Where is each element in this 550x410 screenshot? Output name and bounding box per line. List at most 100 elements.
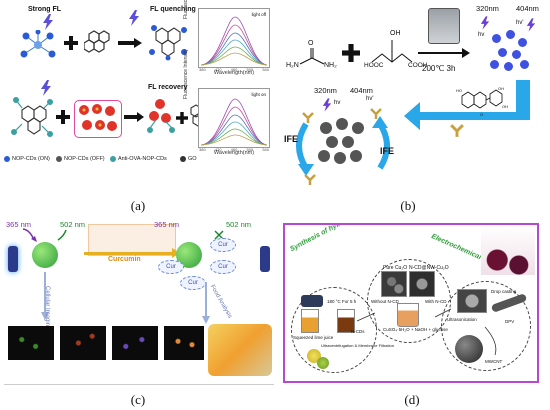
lightning-icon-b2 bbox=[526, 18, 536, 32]
plus-icon-2 bbox=[56, 110, 70, 124]
ova-cluster bbox=[74, 100, 122, 138]
quencher-y-icon-3 bbox=[304, 174, 316, 185]
cnt-image bbox=[457, 289, 487, 313]
lightning-icon-1 bbox=[43, 14, 53, 30]
nanoparticle bbox=[326, 136, 338, 148]
malic-oh-label: OH bbox=[390, 30, 401, 37]
wl-emit-low: 404nm bbox=[350, 86, 373, 95]
spectrum-2-ylabel: Fluorescence Intensity bbox=[183, 48, 189, 99]
tick: 540 bbox=[262, 147, 269, 152]
spectrum-2-xlabel: Wavelength(nm) bbox=[213, 150, 255, 156]
beaker-brown bbox=[337, 309, 355, 333]
cell-image-red bbox=[60, 326, 106, 360]
vial-right bbox=[260, 246, 270, 272]
ife-cycle-icon bbox=[296, 116, 390, 176]
excite-arrow-icon-left bbox=[22, 228, 37, 242]
panel-a: Strong FL FL quenching Fluorescence Inte… bbox=[0, 0, 280, 190]
legend-dot-icon bbox=[180, 156, 186, 162]
tick: 420 bbox=[214, 147, 222, 152]
carbon-dot-green-left bbox=[32, 242, 58, 268]
emit-arrow-icon-left bbox=[57, 229, 67, 241]
nanoparticle bbox=[336, 118, 348, 130]
ife-left-label: IFE bbox=[284, 134, 299, 144]
down-arrow-icon-left bbox=[41, 272, 49, 320]
lightning-icon-b1 bbox=[480, 16, 490, 30]
spectrum-2-curves bbox=[200, 98, 268, 146]
caption-d: (d) bbox=[404, 392, 420, 407]
synthesis-circle bbox=[291, 287, 377, 373]
cur-bubble: Cur bbox=[210, 238, 236, 252]
n-cds-label: N-CDs bbox=[351, 329, 365, 334]
carbon-dot bbox=[504, 62, 513, 71]
condition-label: 200℃ 3h bbox=[422, 64, 456, 73]
mwcnt-label: MWCNT bbox=[485, 359, 503, 364]
cuso4-label: CuSO₄·5H₂O + NaOH + glucose bbox=[383, 327, 448, 332]
spectrum-1-curves bbox=[200, 16, 268, 66]
caption-a: (a) bbox=[130, 198, 146, 213]
lightning-icon-b3 bbox=[322, 98, 332, 112]
legend-nop-off: NOP-CDs (OFF) bbox=[56, 156, 105, 162]
wine-glass-photo bbox=[481, 225, 535, 275]
svg-text:OH: OH bbox=[498, 86, 504, 91]
tick: 460 bbox=[230, 147, 238, 152]
sem-image-pure bbox=[381, 271, 407, 297]
carbon-dots-top bbox=[488, 28, 532, 72]
wl-365-left: 365 nm bbox=[6, 220, 32, 229]
spectrum-1-ticks: 380 420 460 500 540 bbox=[199, 67, 269, 72]
tick: 540 bbox=[262, 67, 269, 72]
tick: 380 bbox=[199, 67, 206, 72]
quencher-y-icon-4 bbox=[450, 124, 464, 137]
nanoparticle bbox=[342, 136, 354, 148]
hv-label-4: hv' bbox=[366, 96, 374, 102]
drop-casting-label: Drop casting bbox=[491, 289, 517, 294]
wl-emit-top: 404nm bbox=[516, 4, 539, 13]
svg-text:O: O bbox=[480, 112, 483, 117]
with-ncd-label: With N-CD bbox=[425, 299, 447, 304]
plus-icon-1 bbox=[64, 36, 78, 50]
carbon-dot bbox=[498, 48, 507, 57]
tick: 460 bbox=[230, 67, 238, 72]
without-ncd-label: Without N-CD bbox=[371, 299, 399, 304]
carbon-dot bbox=[506, 30, 515, 39]
malic-cooh-left: HOOC bbox=[364, 62, 384, 69]
nanoparticle bbox=[352, 122, 364, 134]
caption-b: (b) bbox=[400, 198, 416, 213]
urea-o-label: O bbox=[308, 40, 314, 47]
spectrum-1-ylabel: Fluorescence Intensity bbox=[183, 0, 189, 19]
spectrum-1-xlabel: Wavelength(nm) bbox=[213, 70, 255, 76]
legend-nop-on-label: NOP-CDs (ON) bbox=[12, 156, 50, 162]
cell-image-green bbox=[8, 326, 54, 360]
spectrum-2-ticks: 380 420 460 500 540 bbox=[199, 147, 269, 152]
wl-502-right: 502 nm bbox=[226, 220, 252, 229]
reactor-icon bbox=[301, 295, 323, 307]
ife-right-label: IFE bbox=[380, 146, 395, 156]
cell-image-merged bbox=[164, 326, 204, 360]
squeezed-lime-label: Squeezed lime juice bbox=[293, 335, 334, 340]
nanoparticle bbox=[318, 150, 330, 162]
urea-structure: O H₂N NH₂ bbox=[286, 40, 340, 74]
svg-text:HO: HO bbox=[456, 88, 462, 93]
curcumin-molecule bbox=[88, 224, 176, 256]
carbon-dot bbox=[512, 50, 521, 59]
malic-cooh-right: COOH bbox=[408, 62, 428, 69]
urea-nh2-right: NH₂ bbox=[324, 62, 337, 69]
tick: 380 bbox=[199, 147, 206, 152]
tick: 500 bbox=[246, 147, 254, 152]
lightning-icon-2 bbox=[129, 10, 139, 26]
nanoparticle bbox=[350, 150, 362, 162]
quenched-complex bbox=[146, 22, 190, 62]
malic-acid-structure: OH HOOC COOH bbox=[364, 30, 430, 74]
lime-icon bbox=[317, 357, 329, 369]
wl-502-left: 502 nm bbox=[60, 220, 86, 229]
legend-dot-icon bbox=[56, 156, 62, 162]
curcumin-bar bbox=[84, 252, 176, 255]
cellular-imaging-label: Cellular Imaging bbox=[44, 286, 50, 330]
carbon-dot bbox=[492, 34, 501, 43]
spectrum-1-note: light off bbox=[251, 12, 266, 17]
carbon-dot bbox=[490, 60, 499, 69]
panel-d: Synthesis of hybrid composite material E… bbox=[285, 225, 537, 381]
caption-c: (c) bbox=[130, 392, 146, 407]
ncd-cu2o-label: N-CD@NW-Cu₂O bbox=[409, 265, 449, 271]
legend-dot-icon bbox=[4, 156, 10, 162]
